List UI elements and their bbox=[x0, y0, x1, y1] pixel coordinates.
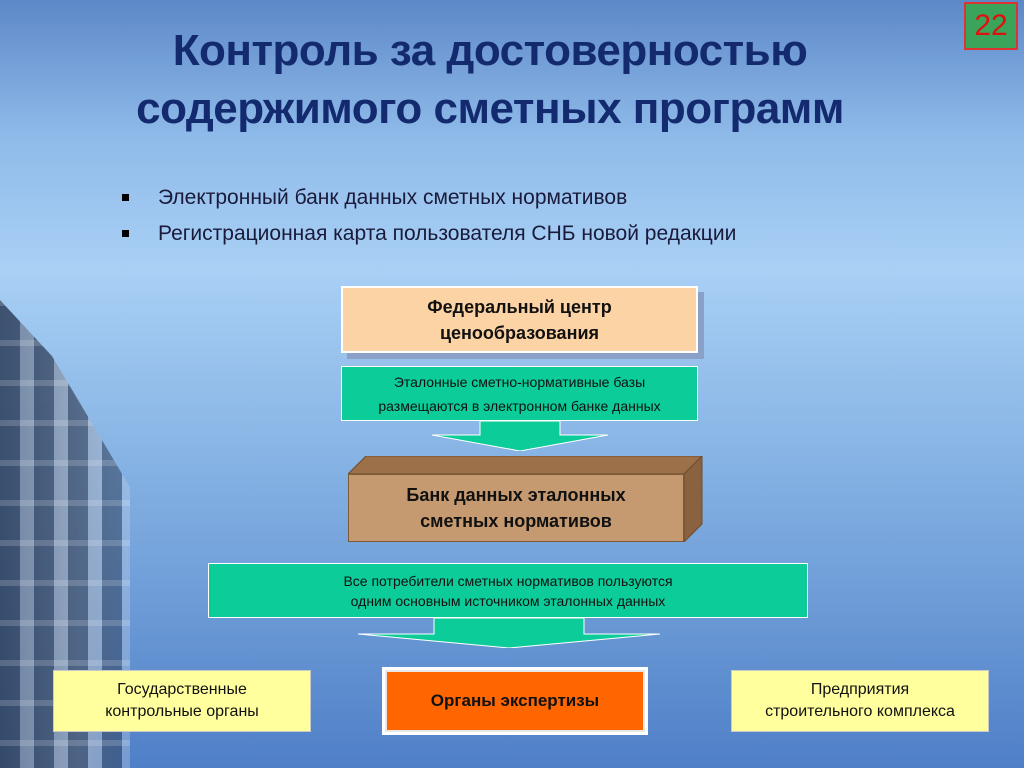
title-line-2: содержимого сметных программ bbox=[136, 84, 844, 133]
construction-enterprises-box: Предприятия строительного комплекса bbox=[731, 670, 989, 732]
down-arrow-2-icon bbox=[358, 618, 660, 648]
reference-line-2: размещаются в электронном банке данных bbox=[378, 397, 661, 414]
ent-line-2: строительного комплекса bbox=[765, 703, 955, 720]
title-line-1: Контроль за достоверностью bbox=[172, 26, 808, 75]
bullet-text: Регистрационная карта пользователя СНБ н… bbox=[158, 222, 737, 245]
bank-line-2: сметных нормативов bbox=[420, 511, 612, 531]
slide-title: Контроль за достоверностью содержимого с… bbox=[60, 22, 920, 138]
expertise-bodies-box: Органы экспертизы bbox=[385, 670, 645, 732]
down-arrow-1-icon bbox=[432, 421, 608, 451]
data-bank-block: Банк данных эталонных сметных нормативов bbox=[348, 456, 704, 542]
federal-line-2: ценообразования bbox=[439, 322, 600, 343]
ent-line-1: Предприятия bbox=[810, 681, 910, 698]
expert-label: Органы экспертизы bbox=[430, 691, 600, 710]
bullet-list: Электронный банк данных сметных норматив… bbox=[118, 180, 736, 252]
bank-line-1: Банк данных эталонных bbox=[406, 485, 626, 505]
consumers-line-1: Все потребители сметных нормативов польз… bbox=[343, 572, 673, 589]
federal-center-box: Федеральный центр ценообразования bbox=[341, 286, 698, 353]
bullet-text: Электронный банк данных сметных норматив… bbox=[158, 186, 628, 209]
reference-bases-box: Эталонные сметно-нормативные базы размещ… bbox=[341, 366, 698, 421]
gov-line-1: Государственные bbox=[117, 681, 247, 698]
consumers-box: Все потребители сметных нормативов польз… bbox=[208, 563, 808, 618]
data-bank-box: Банк данных эталонных сметных нормативов bbox=[348, 474, 684, 542]
consumers-line-2: одним основным источником эталонных данн… bbox=[350, 592, 666, 609]
federal-line-1: Федеральный центр bbox=[427, 296, 612, 317]
bullet-square-icon bbox=[122, 230, 129, 237]
reference-line-1: Эталонные сметно-нормативные базы bbox=[393, 373, 646, 390]
government-control-box: Государственные контрольные органы bbox=[53, 670, 311, 732]
gov-line-2: контрольные органы bbox=[105, 703, 259, 720]
slide-number: 22 bbox=[964, 2, 1018, 50]
bullet-item: Регистрационная карта пользователя СНБ н… bbox=[118, 216, 736, 252]
bullet-item: Электронный банк данных сметных норматив… bbox=[118, 180, 736, 216]
bullet-square-icon bbox=[122, 194, 129, 201]
